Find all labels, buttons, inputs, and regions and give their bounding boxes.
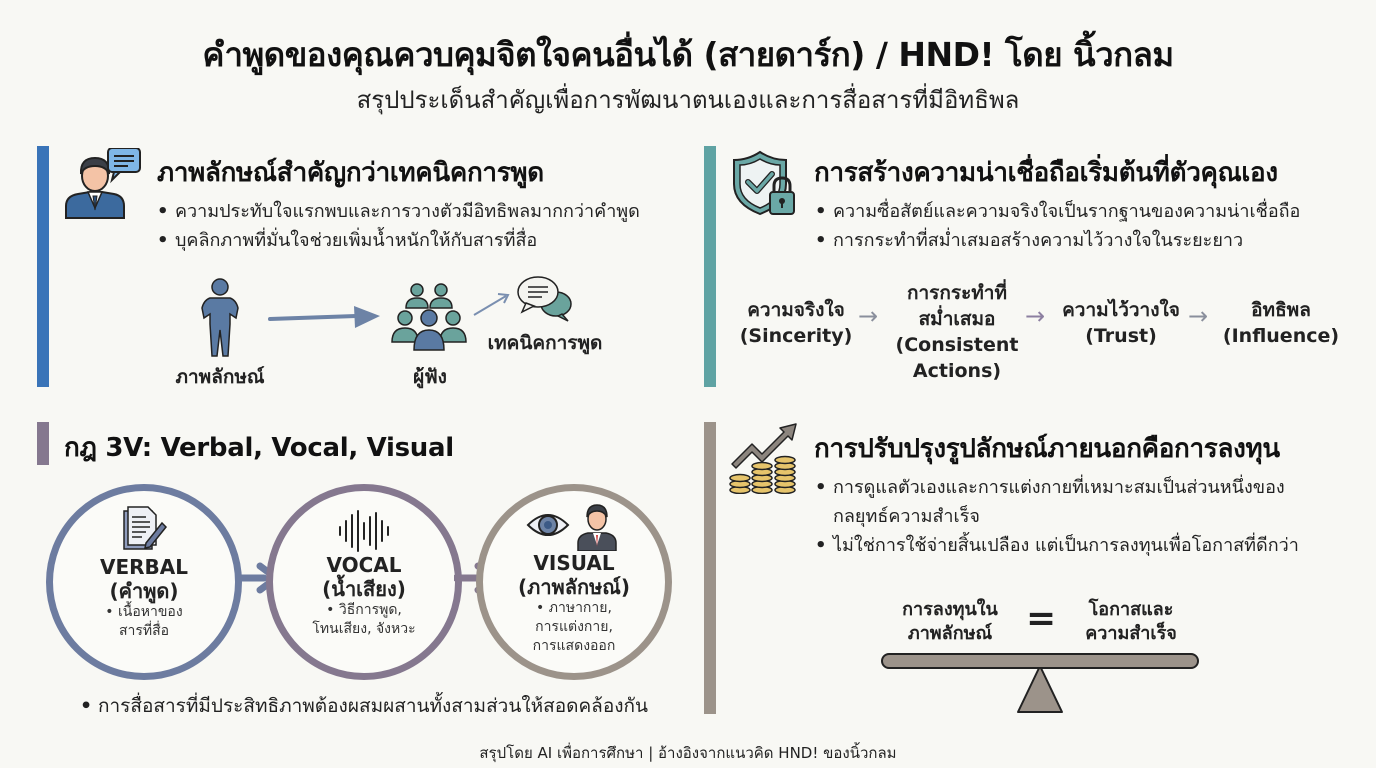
flow-step-th: สม่ำเสมอ: [918, 308, 996, 330]
image-label: ภาพลักษณ์: [175, 366, 265, 388]
balance-right-line: โอกาสและ: [1088, 599, 1174, 620]
balance-left-line: การลงทุนใน: [902, 599, 998, 620]
bullet-list: การดูแลตัวเองและการแต่งกายที่เหมาะสมเป็น…: [813, 473, 1313, 560]
circle-desc: • เนื้อหาของ: [105, 604, 183, 620]
flow-step-th: การกระทำที่: [906, 282, 1007, 304]
circle-thai-name: (คำพูด): [109, 579, 179, 603]
circle-name: VOCAL: [326, 553, 402, 577]
equals-sign: =: [1026, 598, 1057, 639]
circle-name: VERBAL: [99, 555, 188, 579]
chat-bubbles-icon: [516, 274, 574, 322]
circle-verbal: VERBAL (คำพูด) • เนื้อหาของ สารที่สื่อ: [46, 484, 242, 680]
flow-step-th: ความไว้วางใจ: [1062, 299, 1180, 321]
balance-left-label: การลงทุนใน ภาพลักษณ์: [880, 598, 1020, 646]
flow-step-consistent: การกระทำที่ สม่ำเสมอ (Consistent Actions…: [892, 280, 1022, 384]
card-title: การปรับปรุงรูปลักษณ์ภายนอกคือการลงทุน: [814, 434, 1280, 464]
bullet-item: การกระทำที่สม่ำเสมอสร้างความไว้วางใจในระ…: [813, 226, 1300, 255]
flow-step-en: (Influence): [1222, 325, 1340, 347]
flow-step-th: อิทธิพล: [1251, 299, 1311, 321]
flow-step-influence: อิทธิพล (Influence): [1222, 297, 1340, 349]
balance-scale-icon: [880, 652, 1200, 716]
flow-step-en: Actions): [912, 360, 1002, 382]
document-pen-icon: [120, 505, 168, 553]
small-arrow-icon: [472, 290, 512, 318]
audience-label: ผู้ฟัง: [413, 366, 447, 388]
bullet-list: ความซื่อสัตย์และความจริงใจเป็นรากฐานของค…: [813, 197, 1300, 255]
bullet-item: ความประทับใจแรกพบและการวางตัวมีอิทธิพลมา…: [155, 197, 640, 226]
arrow-icon: [268, 304, 384, 332]
card-title: กฎ 3V: Verbal, Vocal, Visual: [64, 433, 454, 463]
bullet-item: บุคลิกภาพที่มั่นใจช่วยเพิ่มน้ำหนักให้กับ…: [155, 226, 640, 255]
technique-label: เทคนิคการพูด: [487, 332, 603, 354]
balance-right-line: ความสำเร็จ: [1085, 623, 1177, 644]
bullet-item: การสื่อสารที่มีประสิทธิภาพต้องผสมผสานทั้…: [78, 692, 648, 721]
circle-visual: VISUAL (ภาพลักษณ์) • ภาษากาย, การแต่งกาย…: [476, 484, 672, 680]
flow-arrow-icon: →: [1025, 302, 1046, 330]
growth-coins-icon: [728, 420, 800, 495]
bullet-item: ความซื่อสัตย์และความจริงใจเป็นรากฐานของค…: [813, 197, 1300, 226]
circle-thai-name: (ภาพลักษณ์): [518, 575, 630, 599]
flow-step-en: (Trust): [1085, 325, 1157, 347]
page-title: คำพูดของคุณควบคุมจิตใจคนอื่นได้ (สายดาร์…: [202, 35, 1174, 74]
circle-vocal: VOCAL (น้ำเสียง) • วิธีการพูด, โทนเสียง,…: [266, 484, 462, 680]
card-accent-bar: [37, 422, 49, 465]
bullet-list: การสื่อสารที่มีประสิทธิภาพต้องผสมผสานทั้…: [78, 692, 648, 721]
circle-desc: การแต่งกาย,: [535, 619, 613, 635]
card-title: ภาพลักษณ์สำคัญกว่าเทคนิคการพูด: [157, 158, 544, 188]
footer-credit: สรุปโดย AI เพื่อการศึกษา | อ้างอิงจากแนว…: [479, 744, 897, 762]
circle-desc: สารที่สื่อ: [118, 623, 170, 639]
standing-person-icon: [196, 278, 244, 358]
bullet-item: การดูแลตัวเองและการแต่งกายที่เหมาะสมเป็น…: [813, 473, 1313, 531]
circle-desc: โทนเสียง, จังหวะ: [312, 621, 416, 637]
card-accent-bar: [704, 146, 716, 387]
flow-step-th: ความจริงใจ: [747, 299, 845, 321]
flow-step-en: (Sincerity): [739, 325, 853, 347]
sound-wave-icon: [336, 509, 392, 553]
balance-right-label: โอกาสและ ความสำเร็จ: [1066, 598, 1196, 646]
person-speech-bubble-icon: [60, 147, 144, 220]
flow-arrow-icon: →: [1188, 302, 1209, 330]
card-accent-bar: [704, 422, 716, 714]
circle-desc: การแสดงออก: [532, 638, 616, 654]
circle-desc: • ภาษากาย,: [536, 600, 612, 616]
flow-step-en: (Consistent: [895, 334, 1019, 356]
card-title: การสร้างความน่าเชื่อถือเริ่มต้นที่ตัวคุณ…: [814, 158, 1278, 188]
card-accent-bar: [37, 146, 49, 387]
circle-name: VISUAL: [533, 551, 615, 575]
flow-step-trust: ความไว้วางใจ (Trust): [1058, 297, 1184, 349]
shield-check-lock-icon: [730, 150, 800, 218]
flow-step-sincerity: ความจริงใจ (Sincerity): [738, 297, 854, 349]
circle-desc: • วิธีการพูด,: [326, 602, 402, 618]
balance-left-line: ภาพลักษณ์: [907, 623, 993, 644]
bullet-list: ความประทับใจแรกพบและการวางตัวมีอิทธิพลมา…: [155, 197, 640, 255]
eye-person-icon: [526, 501, 622, 552]
bullet-item: ไม่ใช่การใช้จ่ายสิ้นเปลือง แต่เป็นการลงท…: [813, 531, 1313, 560]
page-subtitle: สรุปประเด็นสำคัญเพื่อการพัฒนาตนเองและการ…: [356, 86, 1020, 114]
circle-thai-name: (น้ำเสียง): [322, 577, 406, 601]
flow-arrow-icon: →: [858, 302, 879, 330]
audience-group-icon: [390, 282, 468, 354]
